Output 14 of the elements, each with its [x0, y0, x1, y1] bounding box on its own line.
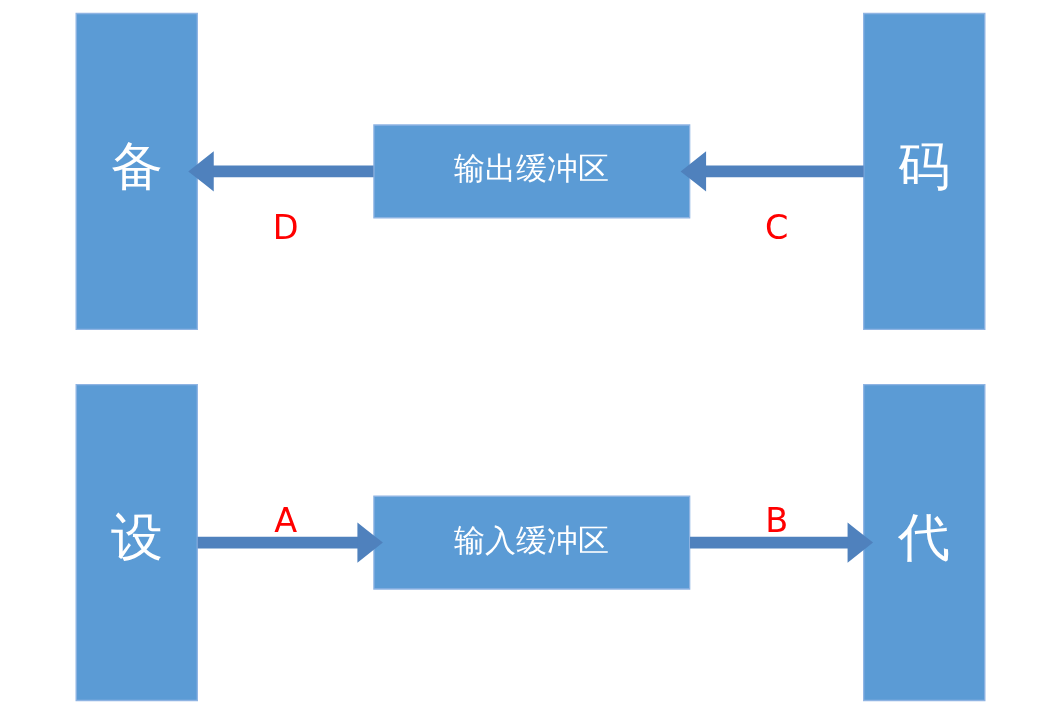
edge-label: C: [764, 208, 788, 248]
arrow: [689, 522, 873, 563]
node-box: 码: [862, 12, 985, 330]
edge-label: B: [764, 501, 788, 541]
edge-label: A: [273, 501, 297, 541]
node-box: 输出缓冲区: [372, 124, 690, 219]
node-box: 代: [862, 384, 985, 702]
node-box: 备: [75, 12, 198, 330]
arrow: [680, 151, 864, 192]
arrow: [197, 522, 383, 563]
node-box: 输入缓冲区: [372, 495, 690, 590]
node-box: 设: [75, 384, 198, 702]
arrow: [187, 151, 373, 192]
edge-label: D: [272, 208, 298, 248]
